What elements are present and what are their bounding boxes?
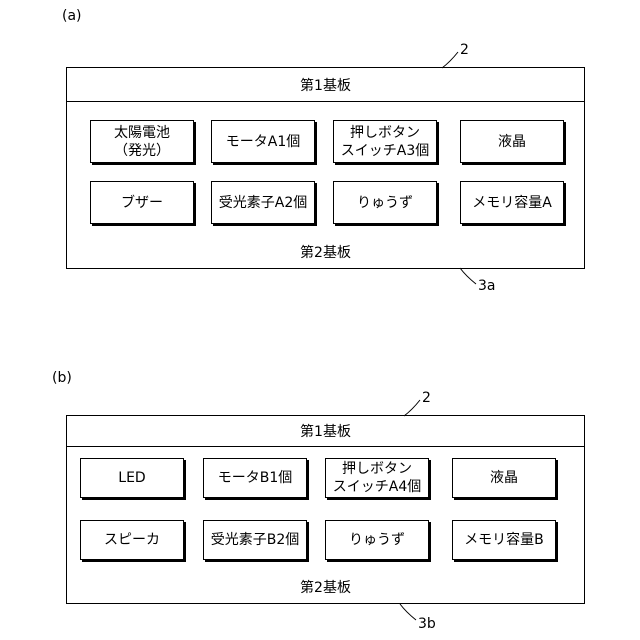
leader-line-3a: [460, 268, 476, 284]
leader-line-2-a: [442, 52, 458, 68]
leader-line-3b: [400, 604, 416, 620]
leader-line-2-b: [404, 400, 420, 416]
